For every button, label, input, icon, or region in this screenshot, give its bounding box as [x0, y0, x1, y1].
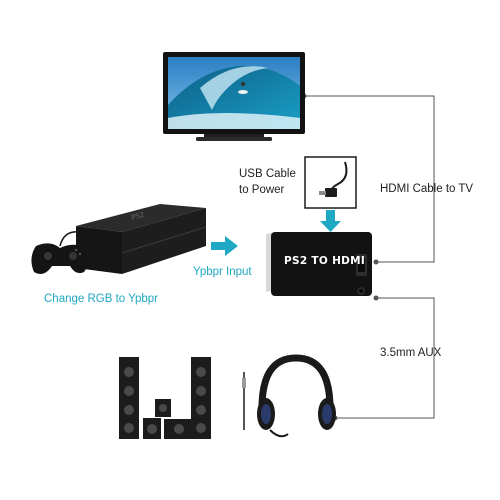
adapter-label: PS2 TO HDMI	[284, 255, 366, 267]
down-arrow-icon	[320, 210, 341, 232]
ps2-console-icon: PS2	[76, 204, 207, 274]
headphones-icon	[257, 354, 336, 438]
hdmi-line	[304, 95, 435, 263]
aux-label: 3.5mm AUX	[380, 347, 442, 359]
change-rgb-label: Change RGB to Ypbpr	[44, 293, 159, 305]
usb-cable-label-line1: USB Cable	[239, 168, 296, 180]
speaker-system-icon	[119, 357, 211, 439]
usb-cable-icon	[304, 156, 357, 209]
ypbpr-input-label: Ypbpr Input	[193, 266, 252, 278]
right-arrow-icon	[211, 236, 238, 256]
hdmi-cable-label: HDMI Cable to TV	[380, 183, 474, 195]
tv-icon	[163, 52, 305, 141]
svg-text:PS2: PS2	[130, 211, 145, 222]
ps2-hdmi-adapter	[266, 232, 372, 296]
controller-icon	[31, 231, 88, 274]
usb-cable-label-line2: to Power	[239, 184, 285, 196]
aux-line	[335, 297, 435, 419]
aux-cable-icon	[242, 372, 246, 430]
